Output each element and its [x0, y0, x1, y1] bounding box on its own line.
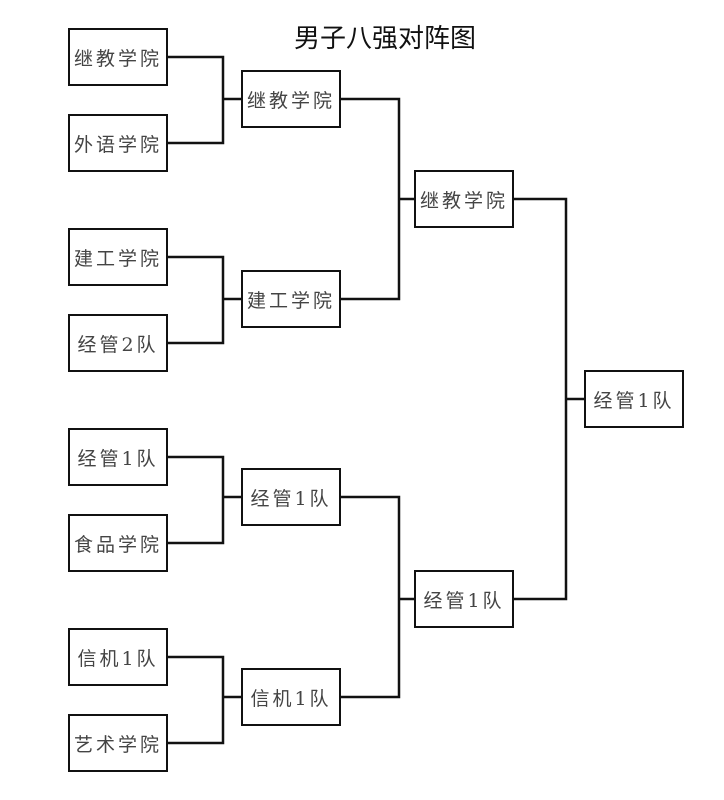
r2-match-box: 建工学院 — [241, 270, 341, 328]
team-name: 经管1队 — [77, 447, 159, 470]
team-name: 建工学院 — [246, 289, 335, 312]
team-name: 经管2队 — [77, 333, 159, 356]
r1-match-box: 继教学院 — [68, 28, 168, 86]
connector-line — [168, 455, 241, 545]
team-name: 信机1队 — [250, 687, 332, 710]
team-name: 外语学院 — [73, 133, 162, 156]
connector-line — [341, 97, 414, 301]
team-name: 经管1队 — [593, 389, 675, 412]
connector-line — [168, 255, 241, 345]
connector-line — [168, 55, 241, 145]
connector-line — [514, 197, 584, 601]
r1-match-box: 食品学院 — [68, 514, 168, 572]
r1-match-box: 艺术学院 — [68, 714, 168, 772]
r1-match-box: 外语学院 — [68, 114, 168, 172]
r3-match-box: 经管1队 — [414, 570, 514, 628]
bracket-title: 男子八强对阵图 — [293, 24, 476, 54]
team-name: 经管1队 — [250, 487, 332, 510]
team-name: 食品学院 — [73, 533, 162, 556]
r1-match-box: 信机1队 — [68, 628, 168, 686]
r1-match-box: 建工学院 — [68, 228, 168, 286]
connector-line — [168, 655, 241, 745]
team-name: 建工学院 — [73, 247, 162, 270]
r2-match-box: 经管1队 — [241, 468, 341, 526]
r1-match-box: 经管1队 — [68, 428, 168, 486]
team-name: 继教学院 — [246, 89, 335, 112]
r3-match-box: 继教学院 — [414, 170, 514, 228]
team-name: 艺术学院 — [73, 733, 162, 756]
r2-match-box: 继教学院 — [241, 70, 341, 128]
team-name: 信机1队 — [77, 647, 159, 670]
team-name: 经管1队 — [423, 589, 505, 612]
champion-box: 经管1队 — [584, 370, 684, 428]
connector-line — [341, 495, 414, 699]
team-name: 继教学院 — [73, 47, 162, 70]
r2-match-box: 信机1队 — [241, 668, 341, 726]
team-name: 继教学院 — [419, 189, 508, 212]
r1-match-box: 经管2队 — [68, 314, 168, 372]
